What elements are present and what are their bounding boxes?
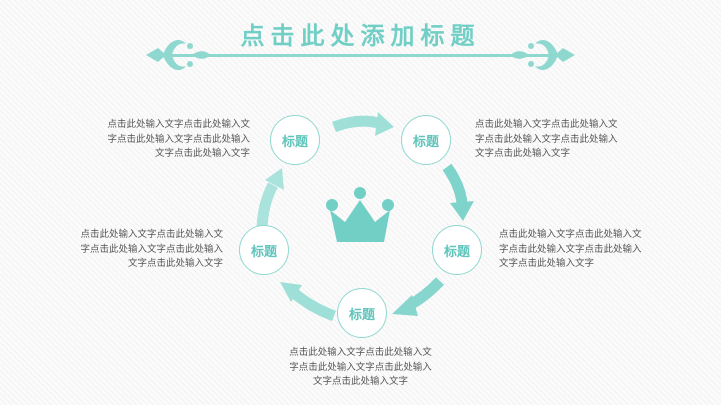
- node-3-label: 标题: [443, 244, 470, 260]
- page-title: 点击此处添加标题: [240, 22, 481, 50]
- node-4-label: 标题: [348, 307, 375, 323]
- left-ornament-icon: [146, 39, 370, 71]
- node-2: 标题: [401, 115, 451, 165]
- node-5-text: 点击此处输入文字点击此处输入文 字点击此处输入文字点击此处输入 文字点击此处输入…: [80, 229, 223, 269]
- node-5-label: 标题: [250, 244, 277, 260]
- node-1: 标题: [270, 115, 320, 165]
- node-4: 标题: [337, 288, 387, 338]
- node-1-label: 标题: [281, 134, 308, 150]
- arrow-5-to-1: [256, 168, 284, 233]
- arrow-2-to-3: [442, 163, 474, 221]
- node-1-text: 点击此处输入文字点击此处输入文 字点击此处输入文字点击此处输入 文字点击此处输入…: [107, 119, 250, 159]
- node-2-text: 点击此处输入文字点击此处输入文 字点击此处输入文字点击此处输入 文字点击此处输入…: [475, 119, 618, 159]
- arrow-1-to-2: [332, 112, 394, 136]
- node-3-text: 点击此处输入文字点击此处输入文 字点击此处输入文字点击此处输入 文字点击此处输入…: [499, 229, 642, 269]
- node-2-label: 标题: [412, 134, 439, 150]
- node-4-text: 点击此处输入文字点击此处输入文 字点击此处输入文字点击此处输入 文字点击此处输入…: [289, 347, 432, 387]
- right-ornament-icon: [351, 39, 575, 71]
- arrow-3-to-4: [392, 277, 445, 316]
- arrow-4-to-5: [280, 282, 336, 322]
- node-5: 标题: [239, 225, 289, 275]
- crown-icon: [326, 187, 394, 242]
- node-3: 标题: [432, 225, 482, 275]
